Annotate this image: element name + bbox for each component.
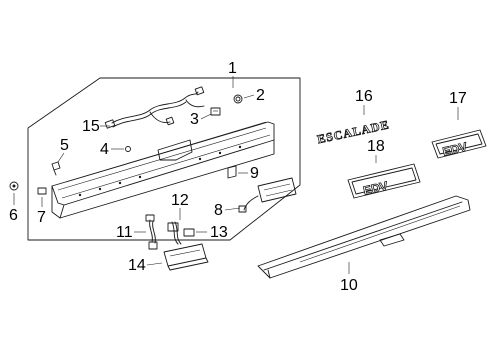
retainer-7 [37, 187, 47, 195]
assembly-outline [27, 77, 301, 241]
connector-13 [183, 228, 195, 237]
badge-17: EDV [431, 129, 487, 159]
callout-1: 1 [228, 60, 237, 77]
callout-6: 6 [9, 207, 18, 224]
callout-7: 7 [37, 209, 46, 226]
leader-2 [243, 94, 255, 99]
callout-17: 17 [449, 90, 467, 107]
callout-5: 5 [60, 137, 69, 154]
callout-3: 3 [190, 111, 199, 128]
leader-8 [224, 207, 241, 211]
leader-5 [57, 152, 65, 163]
callout-11: 11 [116, 224, 133, 241]
badge-18-text: EDV [362, 179, 389, 198]
rear-camera [238, 177, 297, 213]
callout-14: 14 [128, 257, 146, 274]
callout-15: 15 [82, 118, 100, 135]
callout-18: 18 [367, 138, 385, 155]
nut-6 [9, 181, 19, 191]
license-lamp-bracket [157, 139, 193, 161]
callout-9: 9 [250, 165, 259, 182]
clip-4 [125, 146, 131, 152]
callout-2: 2 [256, 87, 265, 104]
leader-14 [146, 262, 163, 266]
callout-16: 16 [355, 88, 373, 105]
bumper-9 [227, 165, 237, 179]
wiring-harness [104, 86, 205, 129]
license-lamp [163, 243, 209, 271]
leader-3 [200, 113, 212, 120]
badge-18: EDV [347, 163, 421, 199]
callout-4: 4 [100, 141, 109, 158]
badge-17-text: EDV [441, 140, 468, 159]
callout-13: 13 [210, 224, 228, 241]
callout-8: 8 [214, 202, 223, 219]
harness-12 [167, 221, 182, 245]
callout-12: 12 [171, 192, 189, 209]
callout-10: 10 [340, 277, 358, 294]
grommet [233, 94, 243, 104]
liftgate-molding [257, 195, 471, 279]
connector-3 [210, 107, 221, 116]
fastener-5 [51, 161, 61, 176]
harness-11 [145, 214, 158, 250]
liftgate-applique [51, 121, 275, 219]
